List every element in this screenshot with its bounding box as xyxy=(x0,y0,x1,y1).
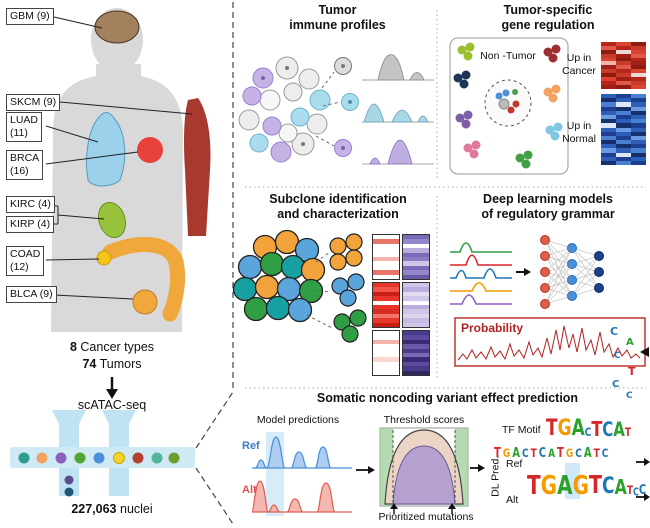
tf-motif-label: TF Motif xyxy=(502,424,541,436)
orange-subclone xyxy=(329,233,363,271)
anatomy-label-kirc: KIRC (4) xyxy=(6,196,55,214)
panel-title-immune: Tumor immune profiles xyxy=(289,3,386,32)
gene-regulation-box xyxy=(449,37,569,175)
down-arrow xyxy=(106,377,118,399)
loop-arrow-left xyxy=(640,347,649,357)
cell-clusters xyxy=(453,42,563,169)
leader-lines xyxy=(45,16,193,300)
subclone-bar-r3-left xyxy=(372,330,400,376)
anatomy-label-blca: BLCA (9) xyxy=(6,286,57,304)
assay-label: scATAC-seq xyxy=(77,398,147,412)
variant-position-band xyxy=(565,463,580,499)
up-in-normal-label: Up in Normal xyxy=(562,120,596,145)
regulatory-traces xyxy=(450,242,512,305)
dotted-dividers xyxy=(245,10,646,389)
up-in-cancer-label: Up in Cancer xyxy=(562,52,596,77)
panel-title-gene-regulation: Tumor-specific gene regulation xyxy=(501,3,595,32)
nn-arrow xyxy=(516,268,531,276)
cancer-types-summary: 8 Cancer types xyxy=(69,340,155,354)
nuclei-summary: 227,063 nuclei xyxy=(71,502,153,516)
blue-subclone xyxy=(331,273,365,307)
brain xyxy=(94,10,140,44)
panel-title-subclone: Subclone identification and characteriza… xyxy=(269,192,407,221)
alt-track-label: Alt xyxy=(242,484,257,496)
anatomy-label-coad: COAD (12) xyxy=(6,246,45,277)
coad-dot xyxy=(96,250,112,266)
panel-title-deep-learning: Deep learning models of regulatory gramm… xyxy=(481,192,615,221)
non-tumor-circle xyxy=(484,79,532,127)
torso xyxy=(51,64,183,332)
non-tumor-label: Non -Tumor xyxy=(480,50,536,62)
probability-trace xyxy=(457,325,641,361)
probability-box xyxy=(454,317,649,367)
alt-signal xyxy=(251,480,352,513)
ref-track-label: Ref xyxy=(242,440,260,452)
ref-logo-label: Ref xyxy=(506,458,523,470)
immune-cell-callouts xyxy=(315,57,359,157)
human-silhouette xyxy=(51,8,211,332)
kidney xyxy=(97,201,127,239)
subclone-bar-r2-left xyxy=(372,282,400,328)
alt-logo-label: Alt xyxy=(506,494,519,506)
panel-title-variant: Somatic noncoding variant effect predict… xyxy=(316,391,579,405)
colon xyxy=(102,237,186,322)
anatomy-label-skcm: SKCM (9) xyxy=(6,94,61,112)
model-prediction-tracks xyxy=(251,432,352,516)
immune-accessibility-tracks xyxy=(362,54,434,165)
anatomy-label-gbm: GBM (9) xyxy=(6,8,54,26)
subclone-bar-r1-right xyxy=(402,234,430,280)
cancer-heatmap xyxy=(601,42,646,89)
nuclei-dots xyxy=(18,452,180,497)
model-predictions-label: Model predictions xyxy=(256,414,340,426)
subclone-bar-r1-left xyxy=(372,234,400,280)
scatac-chip xyxy=(10,410,195,497)
threshold-plot xyxy=(379,427,469,514)
anatomy-label-brca: BRCA (16) xyxy=(6,150,44,181)
dashed-separator xyxy=(195,2,234,525)
tumor-cell-blob xyxy=(238,56,331,163)
green-subclone xyxy=(333,309,367,343)
skcm-arm xyxy=(184,98,211,236)
neural-network xyxy=(540,235,604,309)
normal-heatmap xyxy=(601,94,646,166)
subclone-bar-r2-right xyxy=(402,282,430,328)
probability-label: Probability xyxy=(461,321,524,335)
lung xyxy=(86,112,126,187)
bladder xyxy=(132,289,158,315)
prioritized-mutations-label: Prioritized mutations xyxy=(378,511,474,523)
subclone-bar-r3-right xyxy=(402,330,430,376)
threshold-scores-label: Threshold scores xyxy=(383,414,465,426)
anatomy-label-luad: LUAD (11) xyxy=(6,112,43,143)
anatomy-label-kirp: KIRP (4) xyxy=(6,216,55,234)
brca-tumor xyxy=(137,137,163,163)
tumors-summary: 74 Tumors xyxy=(82,357,142,371)
subclone-callouts xyxy=(306,233,367,343)
flow-arrows xyxy=(356,458,650,501)
ref-signal xyxy=(252,436,352,469)
subclone-cluster xyxy=(232,229,326,323)
